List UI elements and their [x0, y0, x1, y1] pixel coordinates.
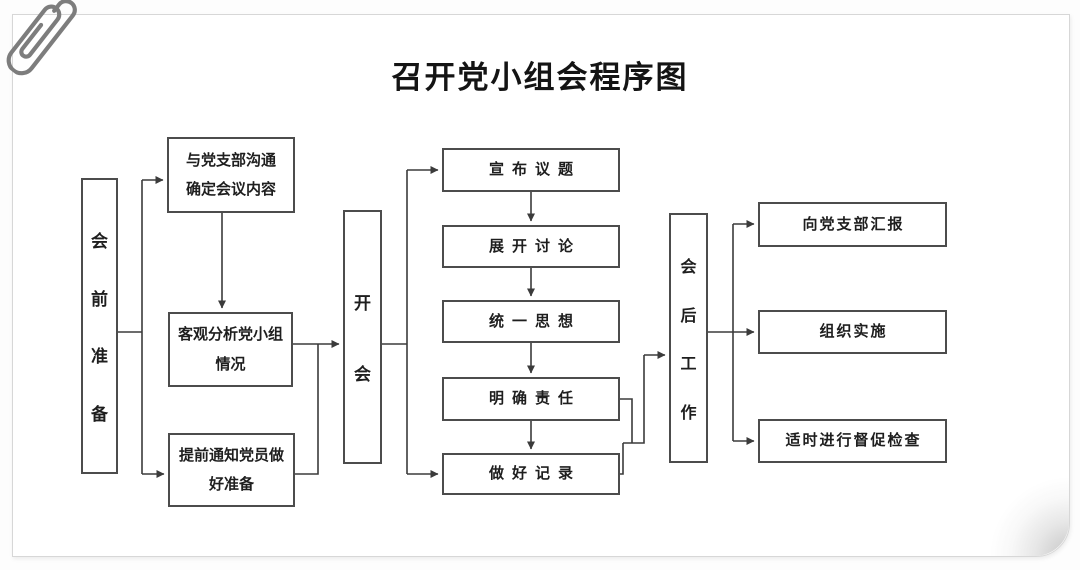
- step-label: 宣布议题: [488, 161, 581, 179]
- stage-meeting-char: 会: [354, 365, 371, 385]
- step-organize-implementation: 组织实施: [758, 310, 947, 354]
- stage-post-meeting: 会 后 工 作: [669, 213, 708, 463]
- step-keep-records: 做好记录: [442, 453, 620, 495]
- page-title: 召开党小组会程序图: [391, 60, 689, 95]
- step-label: 向党支部汇报: [802, 215, 905, 233]
- step-label: 展开讨论: [488, 237, 581, 255]
- step-label: 做好记录: [488, 465, 581, 483]
- step-announce-topics: 宣布议题: [442, 148, 620, 192]
- step-label: 组织实施: [819, 323, 888, 341]
- step-line: 客观分析党小组: [177, 326, 283, 344]
- stage-meeting-char: 开: [354, 293, 371, 313]
- step-open-discussion: 展开讨论: [442, 225, 620, 268]
- step-report-to-branch: 向党支部汇报: [758, 202, 947, 247]
- step-notify-members: 提前通知党员做 好准备: [168, 433, 295, 507]
- step-clarify-duties: 明确责任: [442, 377, 620, 421]
- step-label: 明确责任: [488, 390, 581, 408]
- paperclip-icon: [6, 0, 77, 76]
- stage-pre-meeting-char: 备: [91, 405, 108, 425]
- step-unify-thinking: 统一思想: [442, 300, 620, 343]
- step-communicate-branch: 与党支部沟通 确定会议内容: [167, 137, 295, 213]
- step-supervise-inspect: 适时进行督促检查: [758, 419, 947, 463]
- step-line: 确定会议内容: [185, 181, 276, 198]
- step-label: 适时进行督促检查: [785, 432, 922, 450]
- page-curl-corner: [989, 476, 1069, 556]
- step-analyze-group: 客观分析党小组 情况: [168, 312, 293, 387]
- step-line: 提前通知党员做: [178, 446, 284, 464]
- step-line: 好准备: [208, 476, 254, 493]
- stage-post-meeting-char: 工: [680, 356, 697, 374]
- stage-meeting: 开 会: [343, 210, 382, 464]
- stage-pre-meeting-char: 会: [91, 231, 108, 251]
- stage-post-meeting-char: 作: [680, 404, 697, 422]
- stage-pre-meeting-char: 前: [91, 289, 108, 309]
- step-label: 统一思想: [488, 312, 581, 330]
- stage-post-meeting-char: 后: [680, 307, 697, 325]
- stage-pre-meeting-char: 准: [91, 347, 108, 367]
- stage-pre-meeting: 会 前 准 备: [81, 178, 118, 474]
- step-line: 与党支部沟通: [185, 151, 276, 169]
- stage-post-meeting-char: 会: [680, 259, 697, 277]
- step-line: 情况: [215, 355, 246, 373]
